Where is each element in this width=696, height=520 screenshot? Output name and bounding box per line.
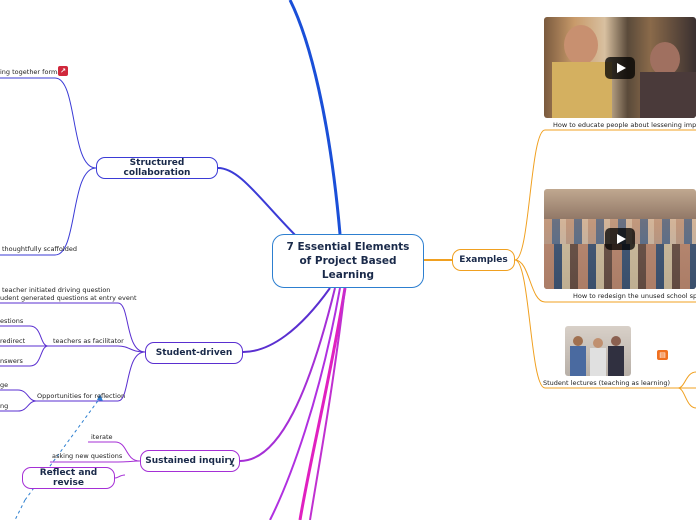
topic-examples[interactable]: Examples xyxy=(452,249,515,271)
video-thumbnail-2[interactable] xyxy=(544,189,696,289)
subtopic-redirect[interactable]: redirect xyxy=(0,337,26,345)
topic-structured-collaboration-label: Structured collaboration xyxy=(123,158,191,178)
subtopic-answers[interactable]: nswers xyxy=(0,357,23,365)
subtopic-ng[interactable]: ng xyxy=(0,402,9,410)
topic-structured-collaboration[interactable]: Structured collaboration xyxy=(96,157,218,179)
topic-sustained-inquiry[interactable]: Sustained inquiry ↘ xyxy=(140,450,240,472)
branch-line-bottom-2 xyxy=(309,287,346,520)
play-icon[interactable] xyxy=(605,228,635,250)
topic-student-driven[interactable]: Student-driven xyxy=(145,342,243,364)
subtopic-teachers-facilitator[interactable]: teachers as facilitator xyxy=(53,337,124,345)
branch-line-bottom-3 xyxy=(269,287,341,520)
subtopic-iterate[interactable]: iterate xyxy=(91,433,113,441)
branch-line-structured xyxy=(217,167,301,241)
topic-examples-label: Examples xyxy=(459,255,508,265)
subtopic-questions[interactable]: estions xyxy=(0,317,24,325)
subtopic-student-generated[interactable]: udent generated questions at entry event xyxy=(0,294,137,302)
subtopic-teacher-initiated[interactable]: teacher initiated driving question xyxy=(2,286,111,294)
subtopic-together-format[interactable]: ing together format xyxy=(0,68,64,76)
video-thumbnail-1[interactable] xyxy=(544,17,696,118)
topic-reflect-and-revise[interactable]: Reflect and revise xyxy=(22,467,115,489)
example-student-lectures[interactable]: Student lectures (teaching as learning) xyxy=(543,379,671,387)
small-arrow-icon: ↘ xyxy=(229,461,235,469)
branch-line-top xyxy=(288,0,342,235)
subtopic-asking-new-questions[interactable]: asking new questions xyxy=(52,452,123,460)
topic-sustained-inquiry-label: Sustained inquiry xyxy=(145,456,235,466)
central-topic-label: 7 Essential Elements of Project Based Le… xyxy=(286,241,410,281)
play-icon[interactable] xyxy=(605,56,635,79)
topic-student-driven-label: Student-driven xyxy=(155,348,233,358)
link-icon[interactable]: ↗ xyxy=(58,66,68,76)
file-icon[interactable]: ▤ xyxy=(657,350,668,360)
subtopic-ge[interactable]: ge xyxy=(0,381,9,389)
branch-line-sustained xyxy=(239,287,336,462)
central-topic[interactable]: 7 Essential Elements of Project Based Le… xyxy=(272,234,424,288)
branch-line-student xyxy=(242,287,331,353)
branch-line-bottom-1 xyxy=(298,287,347,520)
photo-thumbnail-3[interactable] xyxy=(565,326,631,376)
example-redesign-caption[interactable]: How to redesign the unused school space? xyxy=(573,292,696,300)
subtopic-thoughtfully-scaffolded[interactable]: thoughtfully scaffolded xyxy=(2,245,77,253)
subtopic-opportunities-reflection[interactable]: Opportunities for reflection xyxy=(37,392,126,400)
topic-reflect-and-revise-label: Reflect and revise xyxy=(39,468,98,488)
example-educate-caption[interactable]: How to educate people about lessening im… xyxy=(553,121,696,129)
